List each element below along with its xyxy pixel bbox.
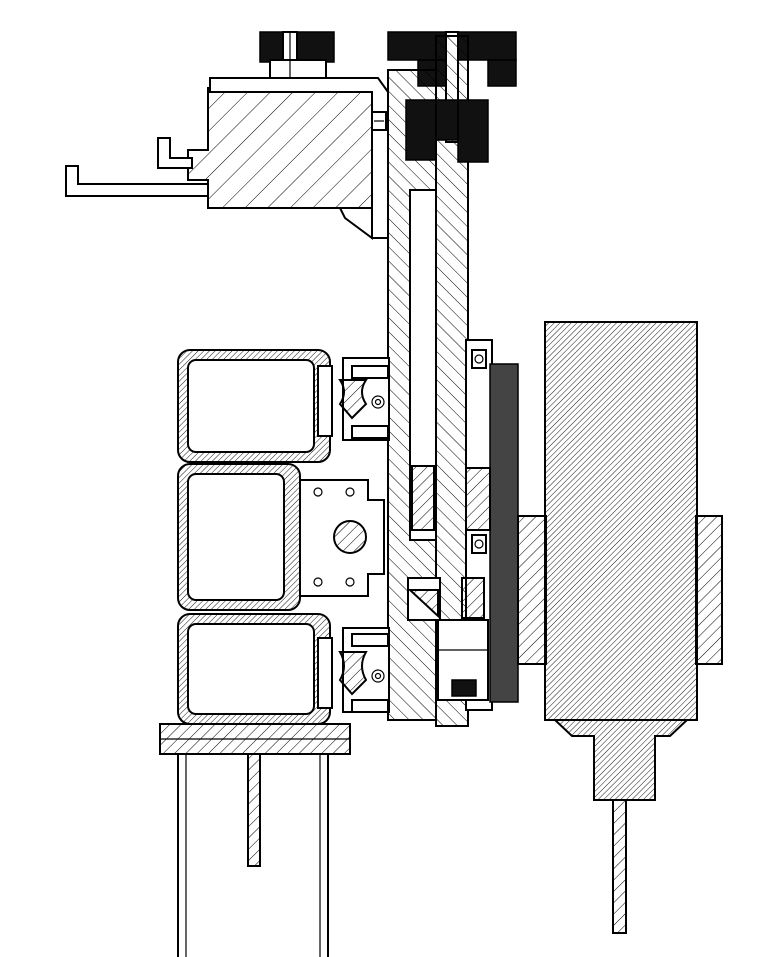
cutting-tool [612, 799, 627, 934]
base-column [177, 753, 329, 957]
vertical-plate-left [387, 69, 437, 721]
tube-profile-middle [177, 463, 301, 611]
spindle-side-mount [517, 515, 723, 665]
hatched-inserts [407, 465, 491, 701]
upper-bracket [65, 77, 389, 240]
base-plate [159, 723, 351, 755]
spindle-motor-body [544, 321, 698, 721]
linear-guide-top [338, 357, 390, 441]
tube-profile-bottom [177, 613, 333, 725]
pinion-bracket [299, 479, 385, 597]
tube-profile-top [177, 349, 333, 463]
linear-guide-bottom [338, 627, 390, 713]
spindle-nose [552, 719, 690, 801]
